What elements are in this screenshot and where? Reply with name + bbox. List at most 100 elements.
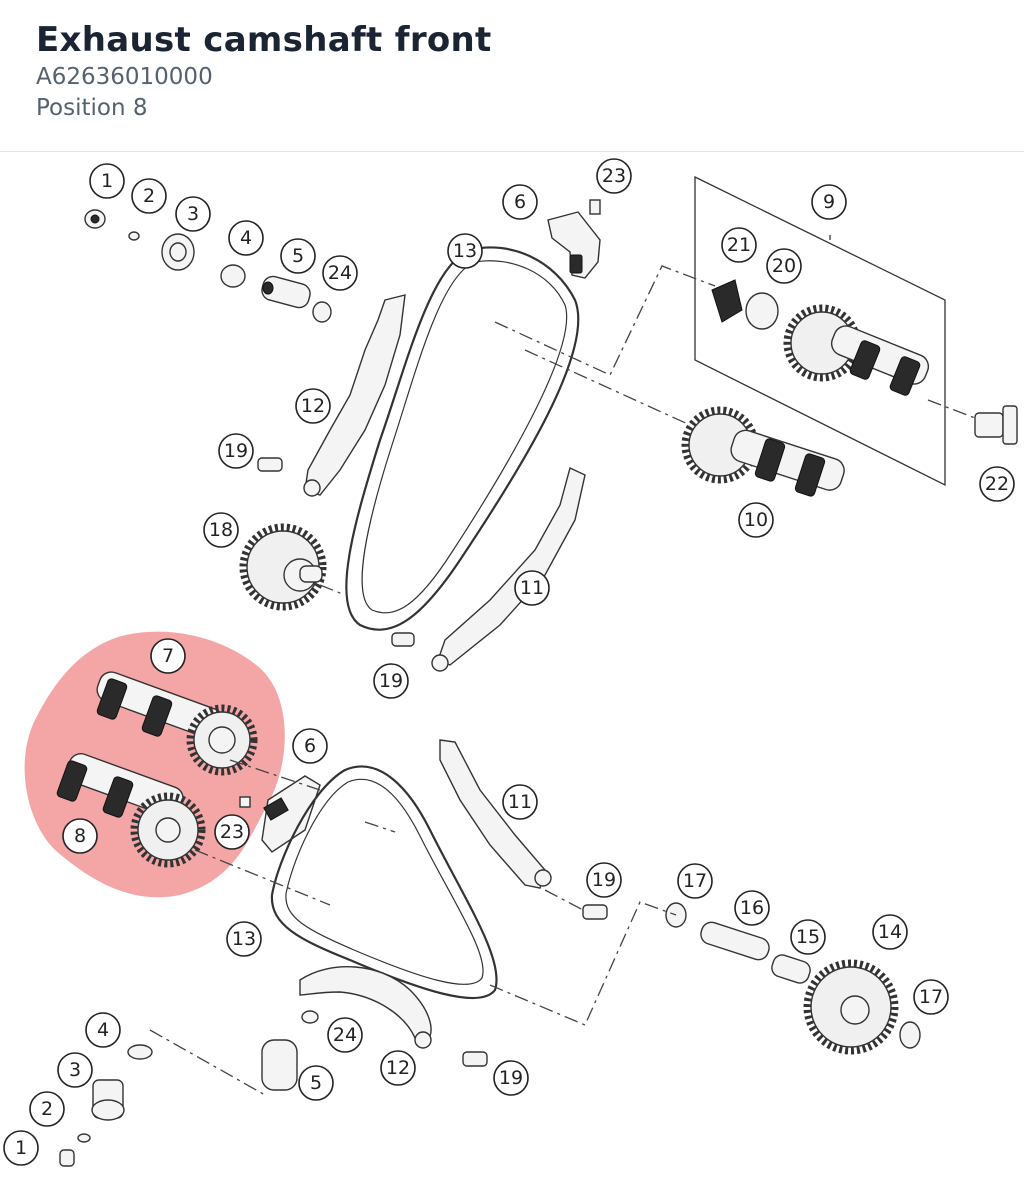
bolt-19-lower-right: [582, 904, 608, 920]
svg-text:13: 13: [232, 928, 256, 950]
svg-text:4: 4: [240, 227, 252, 249]
callout-2-top[interactable]: 2: [131, 178, 167, 214]
svg-text:5: 5: [292, 245, 304, 267]
lower-small-parts: [59, 1010, 319, 1167]
callout-10[interactable]: 10: [738, 502, 774, 538]
camshaft-inlet: [783, 304, 930, 396]
svg-text:5: 5: [310, 1072, 322, 1094]
svg-text:17: 17: [919, 986, 943, 1008]
svg-text:2: 2: [41, 1098, 53, 1120]
sensor-22: [974, 405, 1018, 445]
svg-text:19: 19: [379, 670, 403, 692]
svg-text:8: 8: [74, 825, 86, 847]
svg-text:15: 15: [796, 926, 820, 948]
svg-text:21: 21: [727, 234, 751, 256]
callout-24-bottom[interactable]: 24: [327, 1017, 363, 1053]
callout-12-top[interactable]: 12: [295, 388, 331, 424]
callout-6-lower[interactable]: 6: [292, 728, 328, 764]
callout-13-top[interactable]: 13: [447, 233, 483, 269]
callout-21[interactable]: 21: [721, 227, 757, 263]
svg-text:22: 22: [985, 473, 1009, 495]
svg-text:19: 19: [224, 440, 248, 462]
callout-19-mid[interactable]: 19: [373, 663, 409, 699]
svg-text:14: 14: [878, 921, 902, 943]
callout-7[interactable]: 7: [150, 638, 186, 674]
svg-text:4: 4: [97, 1019, 109, 1041]
upper-chain: [345, 246, 580, 631]
guide-rail-lower-bottom: [299, 966, 432, 1041]
callout-11-lower[interactable]: 11: [502, 784, 538, 820]
callout-4-bottom[interactable]: 4: [85, 1012, 121, 1048]
callout-22[interactable]: 22: [979, 466, 1015, 502]
svg-text:6: 6: [304, 735, 316, 757]
svg-text:1: 1: [101, 170, 113, 192]
svg-text:18: 18: [209, 519, 233, 541]
svg-text:9: 9: [823, 191, 835, 213]
tensioner-lower: [239, 775, 321, 853]
svg-text:16: 16: [740, 897, 764, 919]
assembly-box-9: [694, 175, 946, 487]
camshaft-7: [96, 671, 258, 776]
svg-text:10: 10: [744, 509, 768, 531]
callout-23-lower[interactable]: 23: [214, 814, 250, 850]
svg-text:3: 3: [69, 1059, 81, 1081]
callout-1-top[interactable]: 1: [89, 163, 125, 199]
callout-8[interactable]: 8: [62, 818, 98, 854]
tensioner-upper: [547, 199, 601, 279]
svg-text:2: 2: [143, 185, 155, 207]
callout-5-bottom[interactable]: 5: [298, 1065, 334, 1101]
callout-9[interactable]: 9: [811, 184, 847, 220]
svg-text:24: 24: [328, 262, 352, 284]
position-label: Position 8: [36, 95, 148, 121]
callout-18[interactable]: 18: [203, 512, 239, 548]
camshaft-10: [681, 406, 845, 497]
callout-4-top[interactable]: 4: [228, 220, 264, 256]
callout-12-bottom[interactable]: 12: [380, 1050, 416, 1086]
callout-17-left[interactable]: 17: [677, 863, 713, 899]
svg-text:7: 7: [162, 645, 174, 667]
callout-3-bottom[interactable]: 3: [57, 1052, 93, 1088]
upper-small-parts: [84, 209, 332, 323]
guide-rail-lower: [439, 739, 546, 889]
svg-text:23: 23: [602, 165, 626, 187]
svg-text:19: 19: [592, 869, 616, 891]
callout-15[interactable]: 15: [790, 919, 826, 955]
svg-text:13: 13: [453, 240, 477, 262]
svg-text:11: 11: [520, 577, 544, 599]
callout-2-bottom[interactable]: 2: [29, 1091, 65, 1127]
header: Exhaust camshaft front A62636010000 Posi…: [0, 0, 1024, 152]
callout-13-lower[interactable]: 13: [226, 921, 262, 957]
svg-text:3: 3: [187, 203, 199, 225]
svg-text:1: 1: [15, 1137, 27, 1159]
bolt-19-lower-bottom: [462, 1051, 488, 1067]
callout-24-top[interactable]: 24: [322, 255, 358, 291]
page-title: Exhaust camshaft front: [36, 20, 492, 60]
svg-text:24: 24: [333, 1024, 357, 1046]
svg-text:6: 6: [514, 191, 526, 213]
callout-16[interactable]: 16: [734, 890, 770, 926]
bolt-19-mid: [391, 632, 415, 647]
svg-text:20: 20: [772, 255, 796, 277]
svg-text:11: 11: [508, 791, 532, 813]
idler-assembly: [665, 902, 921, 1055]
svg-text:23: 23: [220, 821, 244, 843]
callout-23-top[interactable]: 23: [596, 158, 632, 194]
svg-text:17: 17: [683, 870, 707, 892]
callout-19-lower-right[interactable]: 19: [586, 862, 622, 898]
callout-14[interactable]: 14: [872, 914, 908, 950]
callout-19-bottom[interactable]: 19: [493, 1060, 529, 1096]
callout-11-top[interactable]: 11: [514, 570, 550, 606]
camshaft-8: [56, 753, 206, 868]
callout-19-top[interactable]: 19: [218, 433, 254, 469]
callout-6-top[interactable]: 6: [502, 184, 538, 220]
exploded-parts-diagram: 1 2 3 4 5 24 6 23 13 9 21 20 12 19 18 10…: [3, 158, 1018, 1167]
svg-text:12: 12: [386, 1057, 410, 1079]
svg-text:19: 19: [499, 1067, 523, 1089]
guide-rail-upper-right: [437, 467, 586, 666]
callout-1-bottom[interactable]: 1: [3, 1130, 39, 1166]
callout-20[interactable]: 20: [766, 248, 802, 284]
callout-3-top[interactable]: 3: [175, 196, 211, 232]
svg-text:12: 12: [301, 395, 325, 417]
callout-5-top[interactable]: 5: [280, 238, 316, 274]
callout-17-right[interactable]: 17: [913, 979, 949, 1015]
